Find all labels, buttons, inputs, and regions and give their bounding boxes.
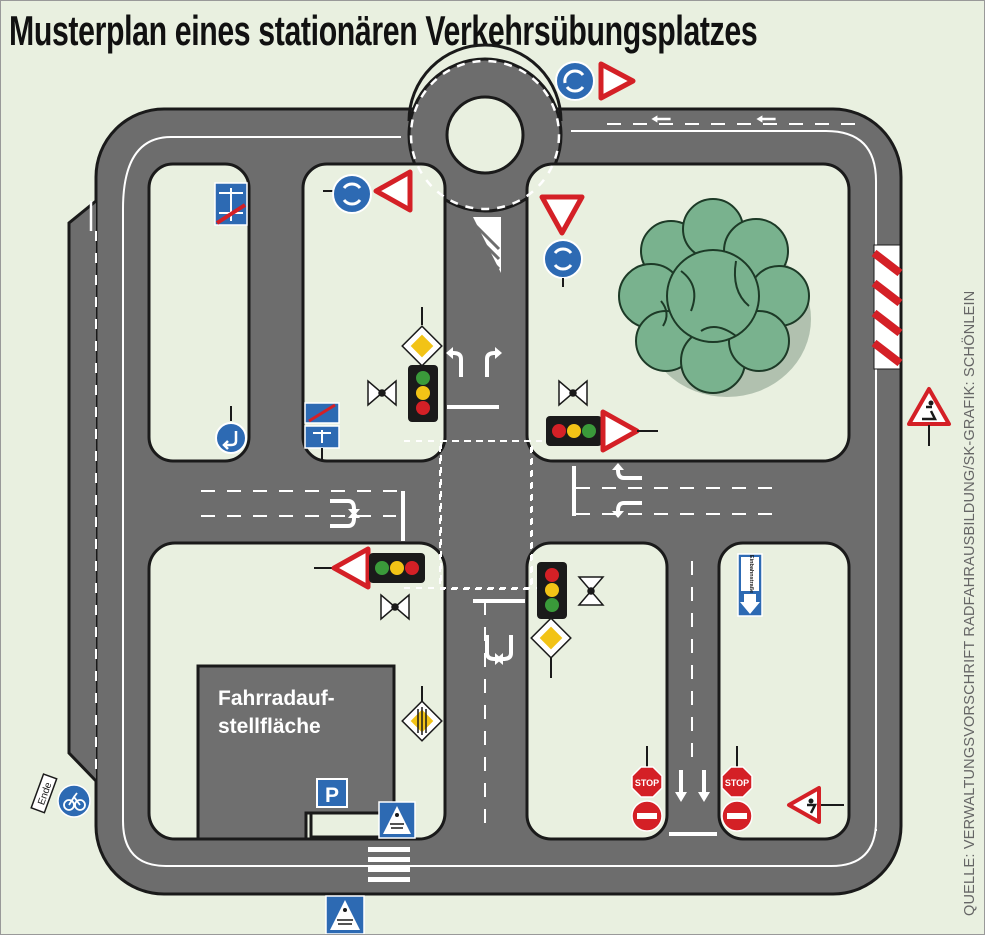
yield-sign-left bbox=[373, 169, 413, 213]
traffic-signs: STOP STOP Einbahnstraße bbox=[30, 61, 951, 934]
one-way-sign-label: Einbahnstraße bbox=[748, 555, 754, 593]
roundabout-sign-right bbox=[543, 239, 583, 279]
roundabout-sign-left bbox=[332, 174, 372, 214]
bike-path-sign-round bbox=[57, 784, 91, 818]
no-entry-sign-1 bbox=[631, 800, 663, 832]
block-bottom-right bbox=[717, 541, 851, 841]
end-priority-road-sign bbox=[401, 700, 443, 742]
traffic-light-3 bbox=[369, 553, 425, 583]
one-way-sign: Einbahnstraße bbox=[737, 553, 763, 617]
bike-area-label-2: stellfläche bbox=[218, 715, 321, 738]
parking-sign bbox=[316, 778, 348, 808]
zebra-crossing bbox=[368, 847, 410, 882]
tree bbox=[618, 198, 811, 397]
stop-sign-2: STOP bbox=[721, 766, 753, 798]
traffic-light-1 bbox=[408, 365, 438, 422]
light-signal-symbol-4 bbox=[577, 576, 605, 606]
light-signal-symbol-1 bbox=[367, 379, 397, 407]
roundabout-island bbox=[445, 95, 525, 175]
source-credit: QUELLE: VERWALTUNGSVORSCHRIFT RADFAHRAUS… bbox=[962, 290, 978, 916]
plan-title: Musterplan eines stationären Verkehrsübu… bbox=[9, 7, 758, 54]
no-entry-sign-2 bbox=[721, 800, 753, 832]
yield-sign-3 bbox=[331, 546, 371, 590]
bike-area-label-1: Fahrradauf- bbox=[218, 687, 335, 710]
mandatory-turn-sign bbox=[215, 422, 247, 454]
priority-road-sign-2 bbox=[530, 617, 572, 659]
traffic-light-4 bbox=[537, 562, 567, 619]
bike-parking-area: Fahrradauf- stellfläche P bbox=[196, 664, 396, 841]
bike-path-end-small-sign: Ende bbox=[30, 773, 58, 814]
roadworks-warning-sign bbox=[907, 387, 951, 426]
bike-lane-signs-stack bbox=[304, 402, 340, 449]
left-bypass-road bbox=[67, 199, 98, 783]
traffic-light-2 bbox=[546, 416, 602, 446]
pedestrian-crossing-sign-2 bbox=[325, 895, 365, 934]
stop-sign-2-label: STOP bbox=[725, 778, 749, 788]
light-signal-symbol-2 bbox=[558, 379, 588, 407]
yield-sign-right bbox=[539, 194, 585, 236]
hatched-area bbox=[471, 217, 501, 273]
priority-road-sign-1 bbox=[401, 325, 443, 367]
light-signal-symbol-3 bbox=[380, 593, 410, 621]
pedestrian-crossing-sign-1 bbox=[378, 801, 416, 839]
roundabout-sign-top bbox=[555, 61, 595, 101]
children-warning-sign bbox=[787, 786, 821, 824]
yield-sign-top bbox=[598, 61, 636, 101]
stop-sign-1: STOP bbox=[631, 766, 663, 798]
construction-barrier bbox=[871, 244, 903, 370]
stop-sign-1-label: STOP bbox=[635, 778, 659, 788]
yield-sign-2 bbox=[600, 409, 640, 453]
parking-sign-label: P bbox=[325, 784, 339, 807]
bike-path-end-sign bbox=[214, 182, 248, 226]
block-top-left-a bbox=[147, 162, 251, 463]
